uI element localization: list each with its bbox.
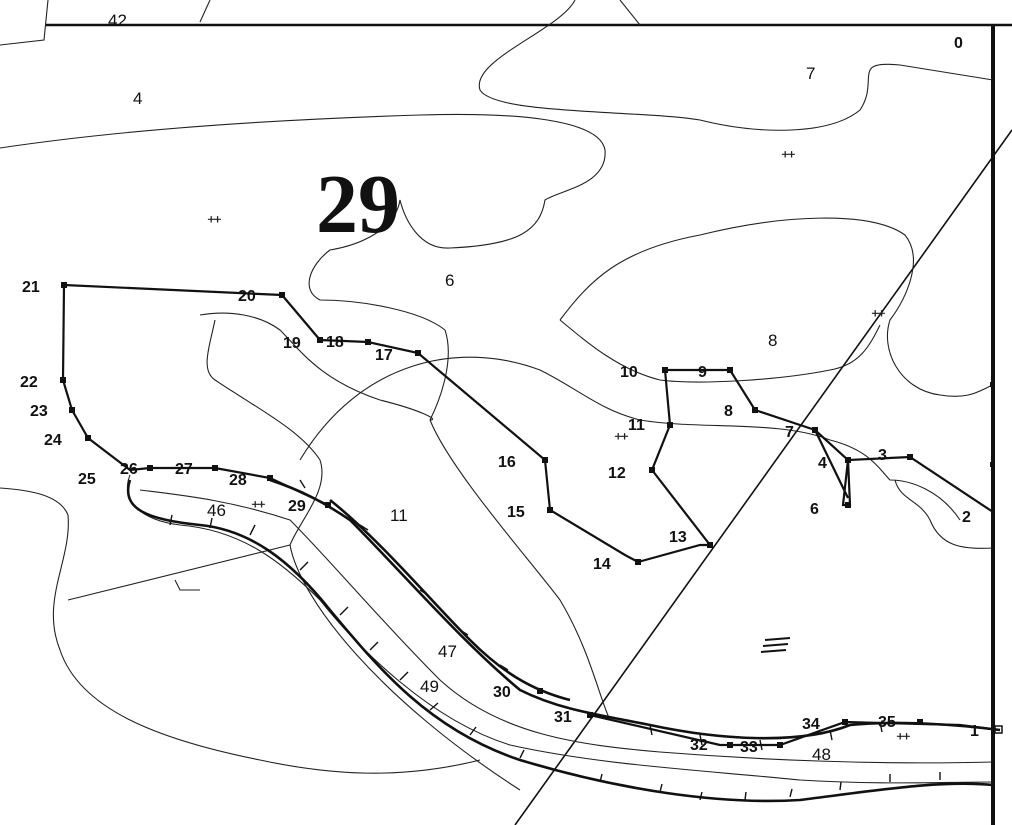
point-label-20: 20 xyxy=(238,288,256,305)
contour-line-loop xyxy=(894,479,994,549)
point-label-16: 16 xyxy=(498,454,516,471)
survey-point-markers xyxy=(60,282,1003,748)
point-label-6: 6 xyxy=(810,501,819,518)
contour-label-0: 0 xyxy=(954,35,963,52)
point-label-7: 7 xyxy=(785,424,794,441)
survey-traverse-upper xyxy=(63,283,994,564)
point-label-10: 10 xyxy=(620,364,638,381)
straight-line-left xyxy=(67,544,291,601)
contour-line-lower-left xyxy=(0,487,481,774)
point-label-26: 26 xyxy=(120,461,138,478)
point-label-24: 24 xyxy=(44,432,62,449)
contour-line-11 xyxy=(206,319,521,791)
contour-label-46: 46 xyxy=(207,501,226,520)
diagonal-road xyxy=(514,129,1012,825)
survey-traverse-left xyxy=(61,284,329,506)
contour-label-49: 49 xyxy=(420,677,439,696)
corner-contour xyxy=(0,0,49,46)
point-label-9: 9 xyxy=(698,364,707,381)
survey-spur xyxy=(814,429,849,499)
point-label-30: 30 xyxy=(493,684,511,701)
contour-line-right xyxy=(559,217,994,397)
point-label-34: 34 xyxy=(802,716,820,733)
marsh-symbol-5: ᚐᚐ xyxy=(614,429,628,444)
ditch-inner xyxy=(329,498,571,702)
point-label-18: 18 xyxy=(326,334,344,351)
ditch-hatch-ticks xyxy=(169,479,941,801)
contour-label-7: 7 xyxy=(806,64,815,83)
small-mark xyxy=(174,579,200,591)
header-number: 42 xyxy=(108,11,127,30)
contour-label-6: 6 xyxy=(445,271,454,290)
point-label-1: 1 xyxy=(970,723,979,740)
contour-line-mid xyxy=(299,356,961,521)
section-number-label: 29 xyxy=(316,158,400,251)
point-label-22: 22 xyxy=(20,374,38,391)
point-label-14: 14 xyxy=(593,556,611,573)
contour-line-8 xyxy=(559,319,881,383)
point-label-15: 15 xyxy=(507,504,525,521)
point-label-17: 17 xyxy=(375,347,393,364)
point-label-35: 35 xyxy=(878,714,896,731)
point-label-11: 11 xyxy=(628,417,645,434)
point-label-33: 33 xyxy=(740,739,758,756)
point-label-13: 13 xyxy=(669,529,687,546)
ditch-north xyxy=(269,478,1001,740)
contour-label-8: 8 xyxy=(768,331,777,350)
point-label-28: 28 xyxy=(229,472,247,489)
contour-line-19 xyxy=(199,312,433,421)
point-label-2: 2 xyxy=(962,509,971,526)
point-label-8: 8 xyxy=(724,403,733,420)
point-label-21: 21 xyxy=(22,279,40,296)
point-label-27: 27 xyxy=(175,461,193,478)
contour-label-47: 47 xyxy=(438,642,457,661)
ditch-south xyxy=(126,479,994,803)
drain-symbol xyxy=(760,637,791,653)
contour-line-center xyxy=(429,419,611,721)
survey-traverse-lower xyxy=(589,713,1001,747)
contour-line-upper xyxy=(0,113,606,421)
marsh-symbol-6: ᚐᚐ xyxy=(896,729,910,744)
tick-line-2 xyxy=(619,0,641,26)
point-label-31: 31 xyxy=(554,709,572,726)
tick-line xyxy=(199,0,211,23)
point-label-23: 23 xyxy=(30,403,48,420)
marsh-symbol-2: ᚐᚐ xyxy=(781,147,795,162)
marsh-symbol-4: ᚐᚐ xyxy=(251,497,265,512)
channel-line-1 xyxy=(126,474,994,784)
contour-label-4: 4 xyxy=(133,89,142,108)
point-label-29: 29 xyxy=(288,498,306,515)
contour-line-top xyxy=(478,0,994,131)
marsh-symbol-1: ᚐᚐ xyxy=(207,212,221,227)
marsh-symbol-3: ᚐᚐ xyxy=(871,306,885,321)
point-label-32: 32 xyxy=(690,737,708,754)
point-label-3: 3 xyxy=(878,447,887,464)
contour-label-48: 48 xyxy=(812,745,831,764)
channel-line-2 xyxy=(139,489,994,764)
point-label-4: 4 xyxy=(818,455,827,472)
point-label-12: 12 xyxy=(608,465,626,482)
point-label-19: 19 xyxy=(283,335,301,352)
contour-label-11: 11 xyxy=(390,506,408,525)
point-label-25: 25 xyxy=(78,471,96,488)
